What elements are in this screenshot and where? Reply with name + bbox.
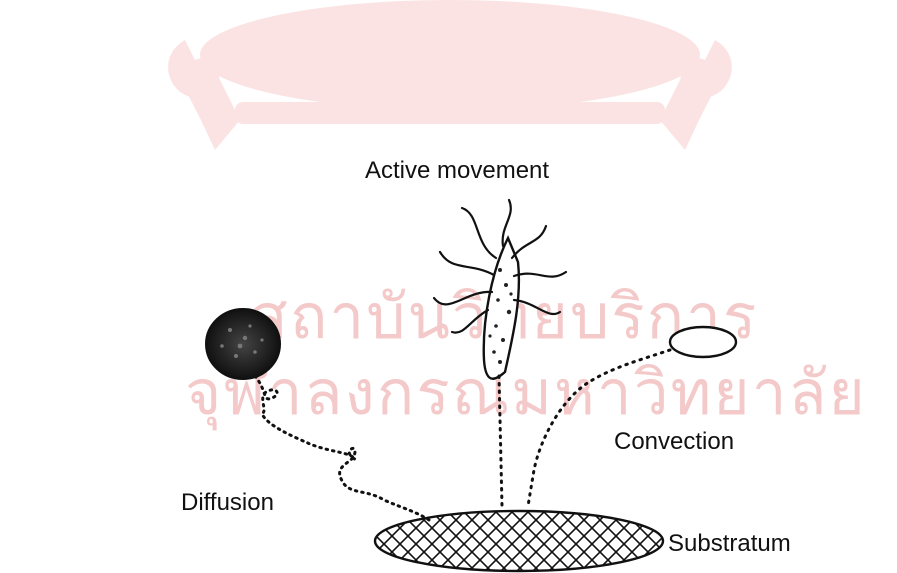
label-active-movement: Active movement: [365, 157, 549, 185]
diffusion-particle: [206, 309, 280, 379]
convection-particle: [670, 327, 736, 357]
active-organism: [434, 200, 566, 379]
active-movement-path: [499, 376, 502, 506]
substratum-ellipse: [375, 511, 663, 571]
diffusion-path: [255, 376, 432, 522]
label-convection: Convection: [614, 428, 734, 456]
label-diffusion: Diffusion: [181, 489, 274, 517]
label-substratum: Substratum: [668, 530, 791, 558]
